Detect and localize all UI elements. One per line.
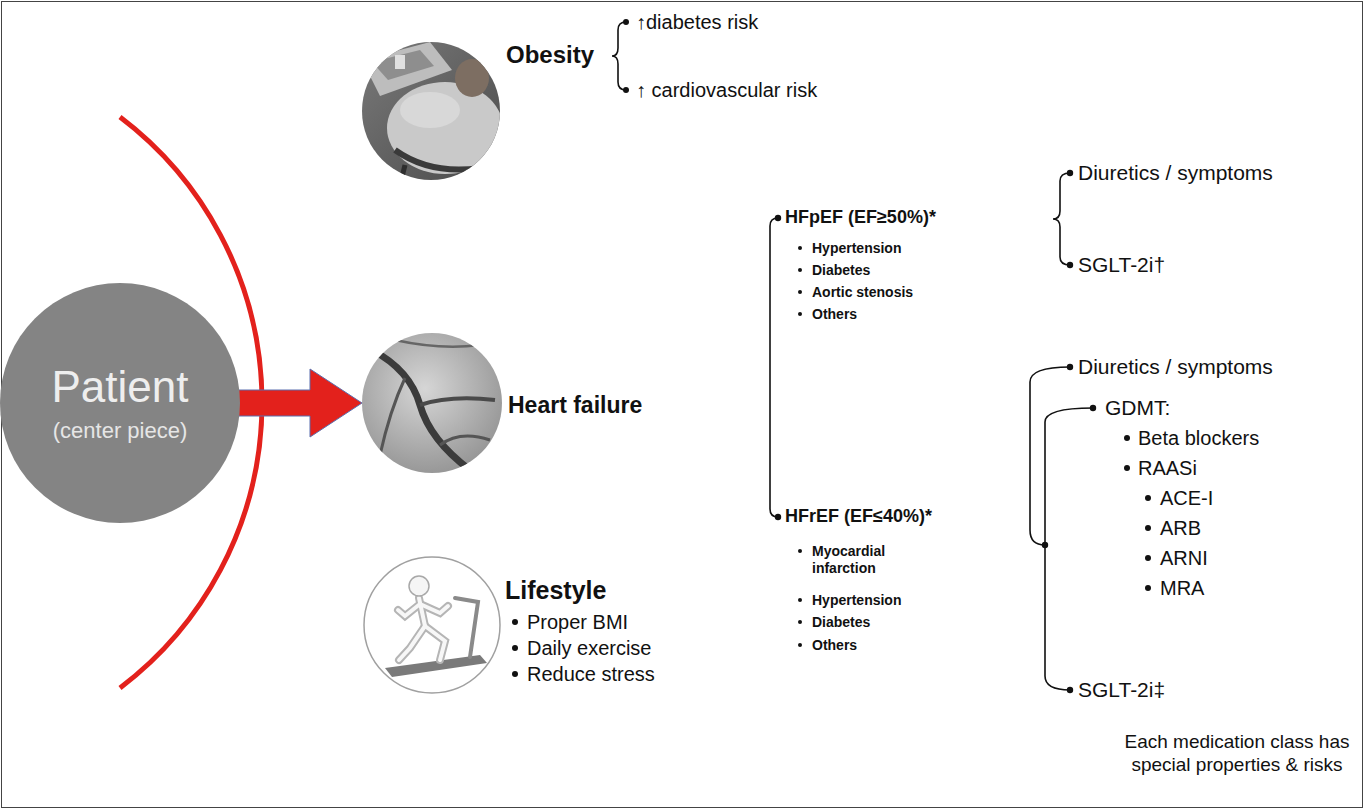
- label-text: Others: [812, 637, 857, 654]
- bullet-dot: [1124, 465, 1130, 471]
- text-block: SGLT-2i†: [1078, 252, 1165, 277]
- node-heading: Obesity: [506, 41, 594, 70]
- bullet-dot: [1145, 585, 1151, 591]
- text-block: Obesity: [506, 41, 594, 70]
- label-text: Beta blockers: [1138, 426, 1259, 450]
- label-text: ARNI: [1160, 546, 1208, 570]
- label-text: ARB: [1160, 516, 1201, 540]
- text-block: HFpEF (EF≥50%)*: [785, 207, 936, 229]
- text-block: ↑diabetes risk: [636, 10, 758, 34]
- bullet-dot: [798, 643, 802, 647]
- bullet-item: Beta blockers: [1124, 426, 1259, 450]
- bullet-dot: [1145, 525, 1151, 531]
- label-text: Diabetes: [812, 614, 870, 631]
- bullet-item: ARB: [1145, 516, 1201, 540]
- label-text: RAASi: [1138, 456, 1197, 480]
- arrow-shape: [238, 369, 362, 437]
- label-text: Diuretics / symptoms: [1078, 160, 1273, 185]
- label-text: SGLT-2i†: [1078, 252, 1165, 277]
- bullet-dot: [1145, 495, 1151, 501]
- node-heading: Lifestyle: [505, 575, 606, 605]
- bullet-dot: [798, 312, 802, 316]
- label-text: Myocardial infarction: [812, 543, 912, 577]
- label-text: Diabetes: [812, 262, 870, 279]
- obesity-photo: [360, 40, 503, 185]
- bullet-dot: [1124, 435, 1130, 441]
- note-text: Each medication class has special proper…: [1115, 731, 1360, 777]
- bullet-text: Proper BMI: [527, 610, 628, 634]
- text-block: Lifestyle: [505, 575, 606, 605]
- text-block: Diuretics / symptoms: [1078, 354, 1273, 379]
- bullet-item: Hypertension: [798, 592, 901, 609]
- bullet-dot: [512, 671, 518, 677]
- node-title: Patient: [2, 361, 238, 414]
- bullet-item: ACE-I: [1145, 486, 1213, 510]
- label-text: SGLT-2i‡: [1078, 677, 1165, 702]
- bullet-dot: [512, 645, 518, 651]
- bullet-dot: [798, 246, 802, 250]
- text-block: GDMT:: [1105, 395, 1170, 420]
- node-heading: Heart failure: [508, 392, 642, 420]
- text-block: SGLT-2i‡: [1078, 677, 1165, 702]
- text-block: HFrEF (EF≤40%)*: [785, 506, 932, 528]
- bullet-item: Diabetes: [798, 262, 870, 279]
- bullet-dot: [798, 549, 802, 553]
- text-block: (center piece): [2, 418, 238, 444]
- bullet-dot: [798, 290, 802, 294]
- bullet-item: Proper BMI: [512, 610, 628, 634]
- text-block: Each medication class has special proper…: [1115, 731, 1360, 777]
- lifestyle-photo-node: LifestyleProper BMIDaily exerciseReduce …: [364, 557, 500, 693]
- label-text: Hypertension: [812, 240, 901, 257]
- bullet-item: ARNI: [1145, 546, 1208, 570]
- patient-circle: Patient (center piece): [0, 283, 240, 523]
- node-subtitle: (center piece): [2, 418, 238, 444]
- label-text: GDMT:: [1105, 395, 1170, 420]
- bullet-dot: [798, 268, 802, 272]
- label-text: MRA: [1160, 576, 1204, 600]
- bullet-item: Diabetes: [798, 614, 870, 631]
- bracket-dots: [623, 19, 1096, 693]
- block-arrow: [238, 369, 362, 437]
- bullet-dot: [798, 620, 802, 624]
- bullet-dot: [1145, 555, 1151, 561]
- label-text: Hypertension: [812, 592, 901, 609]
- text-block: ↑ cardiovascular risk: [636, 78, 817, 102]
- heart-photo-node: Heart failure: [362, 333, 502, 473]
- bullet-dot: [512, 619, 518, 625]
- group-heading: HFrEF (EF≤40%)*: [785, 506, 932, 528]
- bullet-item: Reduce stress: [512, 662, 655, 686]
- text-block: Diuretics / symptoms: [1078, 160, 1273, 185]
- bullet-item: Others: [798, 637, 857, 654]
- bullet-item: RAASi: [1124, 456, 1197, 480]
- bullet-item: Daily exercise: [512, 636, 651, 660]
- label-text: Diuretics / symptoms: [1078, 354, 1273, 379]
- lifestyle-photo: [364, 557, 500, 693]
- label-text: ↑diabetes risk: [636, 10, 758, 34]
- group-heading: HFpEF (EF≥50%)*: [785, 207, 936, 229]
- label-text: Others: [812, 306, 857, 323]
- brackets: [612, 22, 1093, 690]
- text-block: Heart failure: [508, 392, 642, 420]
- bullet-item: MRA: [1145, 576, 1204, 600]
- label-text: ↑ cardiovascular risk: [636, 78, 817, 102]
- bullet-item: Hypertension: [798, 240, 901, 257]
- bullet-item: Others: [798, 306, 857, 323]
- bullet-item: Myocardial infarction: [798, 543, 912, 577]
- text-block: Patient: [2, 361, 238, 414]
- heart-angiogram-photo: [360, 331, 504, 475]
- bullet-dot: [798, 598, 802, 602]
- obesity-photo-node: Obesity: [362, 42, 500, 180]
- bullet-text: Daily exercise: [527, 636, 651, 660]
- bullet-item: Aortic stenosis: [798, 284, 913, 301]
- bullet-text: Reduce stress: [527, 662, 655, 686]
- label-text: ACE-I: [1160, 486, 1213, 510]
- label-text: Aortic stenosis: [812, 284, 913, 301]
